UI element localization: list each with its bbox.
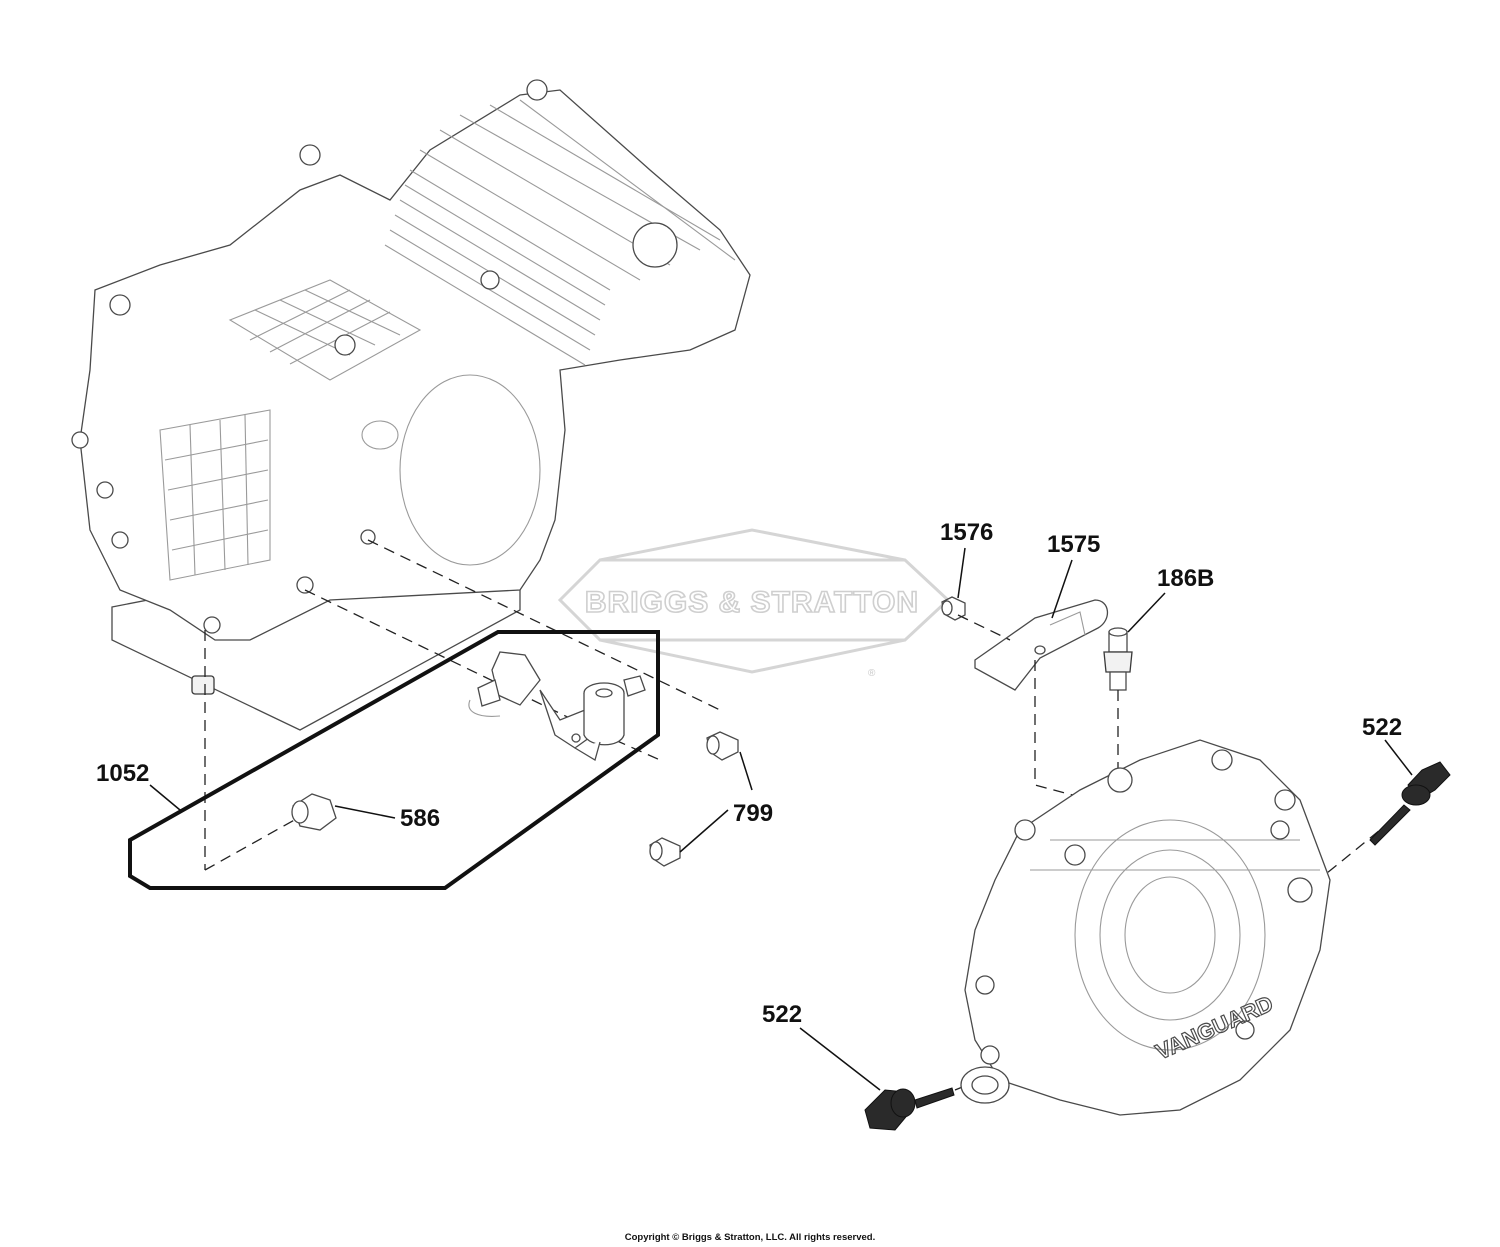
watermark-text: BRIGGS & STRATTON	[585, 586, 919, 619]
shield-1575	[974, 599, 1109, 691]
crankcase-ribs	[159, 409, 271, 581]
callout-1576: 1576	[940, 519, 993, 546]
kit-outline-1052	[128, 630, 660, 890]
screw-1576	[941, 596, 966, 621]
callout-799: 799	[733, 800, 773, 827]
dipstick-522-bottom	[864, 1087, 955, 1131]
fitting-186b	[1103, 627, 1133, 691]
crankcase-block	[71, 79, 751, 731]
callout-186b: 186B	[1157, 565, 1214, 592]
bolts-799	[649, 731, 739, 867]
leader-lines	[149, 547, 1413, 1091]
callout-1052: 1052	[96, 760, 149, 787]
oil-sensor-assembly	[468, 651, 646, 761]
briggs-stratton-watermark: BRIGGS & STRATTON ®	[557, 528, 951, 679]
callout-1575: 1575	[1047, 531, 1100, 558]
dipstick-522-top	[1369, 761, 1451, 846]
callout-586: 586	[400, 805, 440, 832]
watermark-registered-mark: ®	[868, 668, 876, 679]
crankcase-grid	[228, 279, 422, 381]
callout-522-top: 522	[1362, 714, 1402, 741]
callout-labels: 1052 586 799 1576 1575 186B 522 522	[96, 519, 1402, 1028]
crankcase-cover: VANGUARD	[960, 739, 1331, 1116]
plug-586	[291, 793, 337, 831]
copyright-notice: Copyright © Briggs & Stratton, LLC. All …	[625, 1232, 876, 1243]
callout-522-bottom: 522	[762, 1001, 802, 1028]
